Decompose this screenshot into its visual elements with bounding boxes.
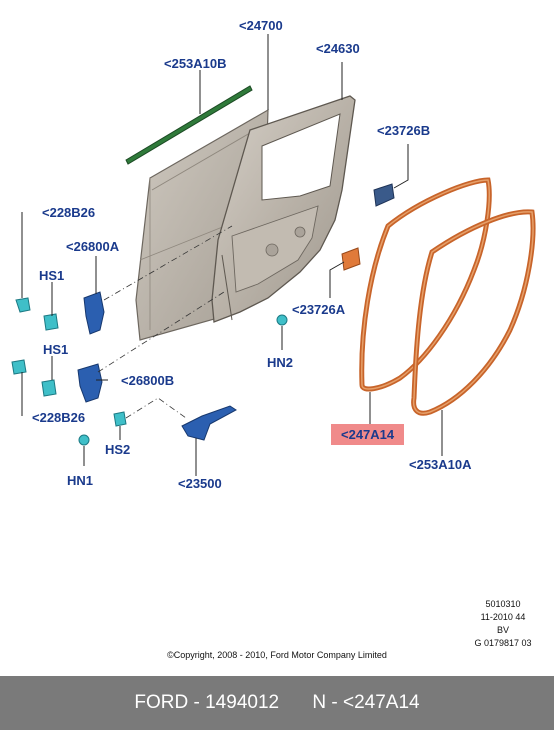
nut-hn1 [78, 434, 90, 446]
door-exploded-diagram [11, 34, 536, 476]
label-hn2: HN2 [267, 355, 294, 370]
drawing-metadata: 5010310 11-2010 44 BV G 0179817 03 [468, 598, 538, 650]
inner-door-frame [211, 95, 356, 323]
label-23726A: <23726A [292, 302, 346, 317]
label-247A14: <247A14 [331, 424, 405, 445]
label-23500: <23500 [178, 476, 222, 491]
label-hs1-bottom: HS1 [43, 342, 69, 357]
window-run-strip [125, 85, 253, 165]
meta-line-1: 5010310 [485, 599, 521, 609]
meta-line-2: 11-2010 44 [480, 612, 526, 622]
label-228B26-top: <228B26 [42, 205, 96, 220]
label-26800A: <26800A [66, 239, 120, 254]
footer-bar: FORD - 1494012 N - <247A14 [0, 676, 554, 730]
label-hs1-top: HS1 [39, 268, 65, 283]
label-26800B: <26800B [121, 373, 175, 388]
label-253A10B: <253A10B [164, 56, 227, 71]
cover-23726A [341, 247, 361, 271]
hinge-upper-26800A [83, 291, 105, 335]
nut-hn2 [276, 314, 288, 326]
label-24630: <24630 [316, 41, 360, 56]
alignment-lines [97, 225, 233, 419]
hinge-lower-26800B [77, 363, 103, 403]
leader-lines [21, 34, 443, 476]
label-228B26-bottom: <228B26 [32, 410, 86, 425]
meta-line-4: G 0179817 03 [474, 638, 532, 648]
cover-23726B [373, 183, 395, 207]
meta-line-3: BV [496, 625, 509, 635]
door-seal-253A10A [411, 209, 536, 416]
label-23726B: <23726B [377, 123, 431, 138]
bolt-hs1-bottom [41, 379, 57, 397]
copyright-notice: ©Copyright, 2008 - 2010, Ford Motor Comp… [167, 650, 387, 660]
footer-reference: N - <247A14 [312, 692, 420, 713]
bolt-228B26-bottom [11, 359, 27, 375]
bolt-hs1-top [43, 313, 59, 331]
footer-part-number: FORD - 1494012 [134, 692, 280, 713]
bolt-hs2 [113, 411, 127, 427]
label-hn1: HN1 [67, 473, 94, 488]
label-253A10A: <253A10A [409, 457, 472, 472]
door-check-23500 [181, 405, 237, 441]
bolt-228B26-top [15, 297, 31, 313]
door-seal-247A14 [359, 177, 492, 392]
label-hs2: HS2 [105, 442, 131, 457]
label-24700: <24700 [239, 18, 283, 33]
